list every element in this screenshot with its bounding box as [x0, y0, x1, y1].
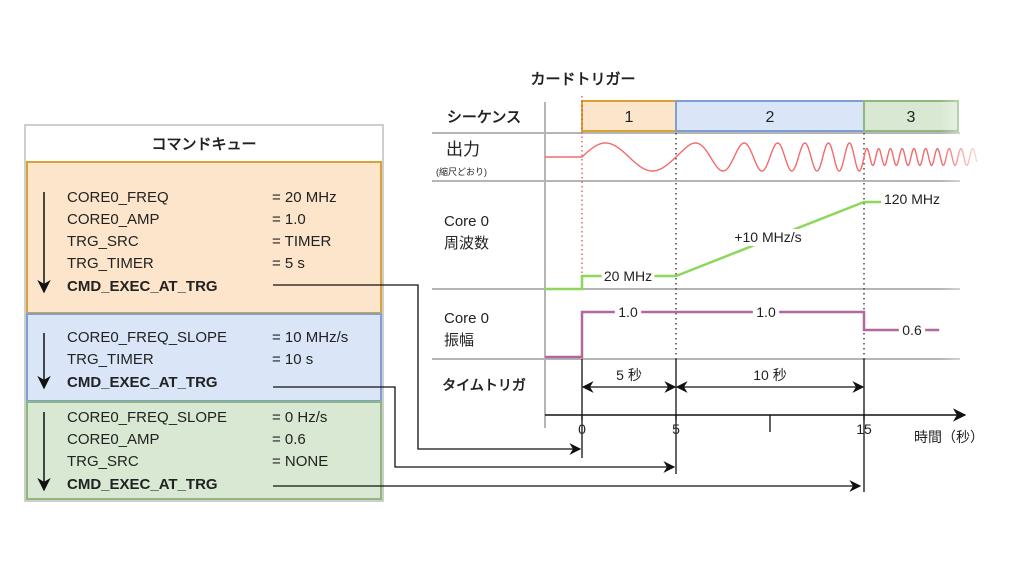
cmd-value: = 10 MHz/s: [272, 329, 348, 346]
row-label-amp-2: 振幅: [444, 332, 474, 349]
output-waveform: [545, 142, 978, 172]
interval-label: 5 秒: [616, 367, 642, 383]
cmd-name: CORE0_FREQ_SLOPE: [67, 409, 227, 426]
sequence-block-2: [675, 100, 865, 132]
queue-block-1: CORE0_FREQ = 20 MHz CORE0_AMP = 1.0 TRG_…: [26, 161, 382, 314]
axis-tick-label: 5: [672, 421, 680, 437]
axis-tick-label: 15: [856, 421, 872, 437]
sequence-label: 1: [625, 109, 634, 126]
cmd-name: CORE0_FREQ_SLOPE: [67, 329, 227, 346]
output-wave-path: [545, 142, 978, 172]
freq-label-start: 20 MHz: [604, 268, 652, 284]
exec-connectors: [273, 284, 862, 492]
time-axis-label: 時間（秒）: [914, 429, 984, 445]
amp-label-b: 1.0: [756, 304, 776, 320]
amp-label-c-bg: [898, 322, 926, 339]
amp-label-a: 1.0: [618, 304, 638, 320]
amp-label-c: 0.6: [902, 322, 922, 338]
amp-label-b-bg: [752, 304, 780, 321]
sequence-block-1: [581, 100, 677, 132]
cmd-name: TRG_TIMER: [67, 255, 154, 272]
timing-grid: カードトリガー シーケンス 出力 (縮尺どおり) Core 0 周波数 Core…: [432, 71, 984, 445]
row-label-amp-1: Core 0: [444, 310, 489, 327]
freq-label-start-bg: [601, 268, 655, 285]
cmd-name: CORE0_AMP: [67, 431, 160, 448]
sequence-label: 3: [907, 109, 916, 126]
cmd-name: TRG_SRC: [67, 233, 139, 250]
cmd-value: = 20 MHz: [272, 189, 337, 206]
cmd-value: = 1.0: [272, 211, 306, 228]
queue-title: コマンドキュー: [151, 136, 256, 153]
queue-block-3: CORE0_FREQ_SLOPE = 0 Hz/s CORE0_AMP = 0.…: [26, 401, 382, 500]
row-label-freq-1: Core 0: [444, 213, 489, 230]
sequence-blocks: 1 2 3: [581, 100, 959, 132]
queue-block-1-bg: [26, 161, 382, 314]
continuation-fade: [940, 98, 990, 363]
row-label-output: 出力: [446, 140, 480, 159]
amplitude-line: [545, 310, 940, 359]
connector-exec-2: [273, 386, 676, 473]
sequence-label: 2: [766, 109, 775, 126]
cmd-value: = NONE: [272, 453, 328, 470]
cmd-value: = 0.6: [272, 431, 306, 448]
row-label-freq-2: 周波数: [444, 235, 489, 252]
cmd-name: CORE0_AMP: [67, 211, 160, 228]
time-markers: [581, 96, 865, 492]
cmd-value: = TIMER: [272, 233, 331, 250]
connector-exec-1: [273, 284, 582, 455]
freq-label-end: 120 MHz: [884, 191, 940, 207]
frequency-trace: 20 MHz +10 MHz/s 120 MHz: [545, 191, 943, 291]
command-queue: コマンドキュー CORE0_FREQ = 20 MHz CORE0_AMP = …: [24, 124, 384, 502]
time-trigger-intervals: 5 秒 10 秒: [581, 367, 865, 393]
row-label-time-trigger: タイムトリガ: [442, 377, 526, 393]
cmd-exec: CMD_EXEC_AT_TRG: [67, 476, 218, 493]
time-axis-ticks: 0 5 15: [578, 415, 872, 437]
row-label-output-note: (縮尺どおり): [436, 166, 487, 177]
cmd-exec: CMD_EXEC_AT_TRG: [67, 278, 218, 295]
queue-block-3-bg: [26, 401, 382, 500]
cmd-value: = 5 s: [272, 255, 305, 272]
cmd-name: TRG_TIMER: [67, 351, 154, 368]
freq-label-slope: +10 MHz/s: [734, 229, 801, 245]
freq-label-slope-bg: [728, 229, 808, 246]
amplitude-trace: 1.0 1.0 0.6: [545, 304, 940, 359]
cmd-value: = 0 Hz/s: [272, 409, 327, 426]
axis-tick-label: 0: [578, 421, 586, 437]
interval-label: 10 秒: [753, 367, 786, 383]
cmd-value: = 10 s: [272, 351, 313, 368]
amp-label-a-bg: [614, 304, 642, 321]
card-trigger-label: カードトリガー: [530, 71, 635, 88]
row-label-sequence: シーケンス: [447, 109, 521, 126]
freq-label-end-bg: [881, 191, 943, 208]
cmd-name: TRG_SRC: [67, 453, 139, 470]
cmd-exec: CMD_EXEC_AT_TRG: [67, 374, 218, 391]
cmd-name: CORE0_FREQ: [67, 189, 169, 206]
queue-block-2: CORE0_FREQ_SLOPE = 10 MHz/s TRG_TIMER = …: [26, 313, 382, 402]
